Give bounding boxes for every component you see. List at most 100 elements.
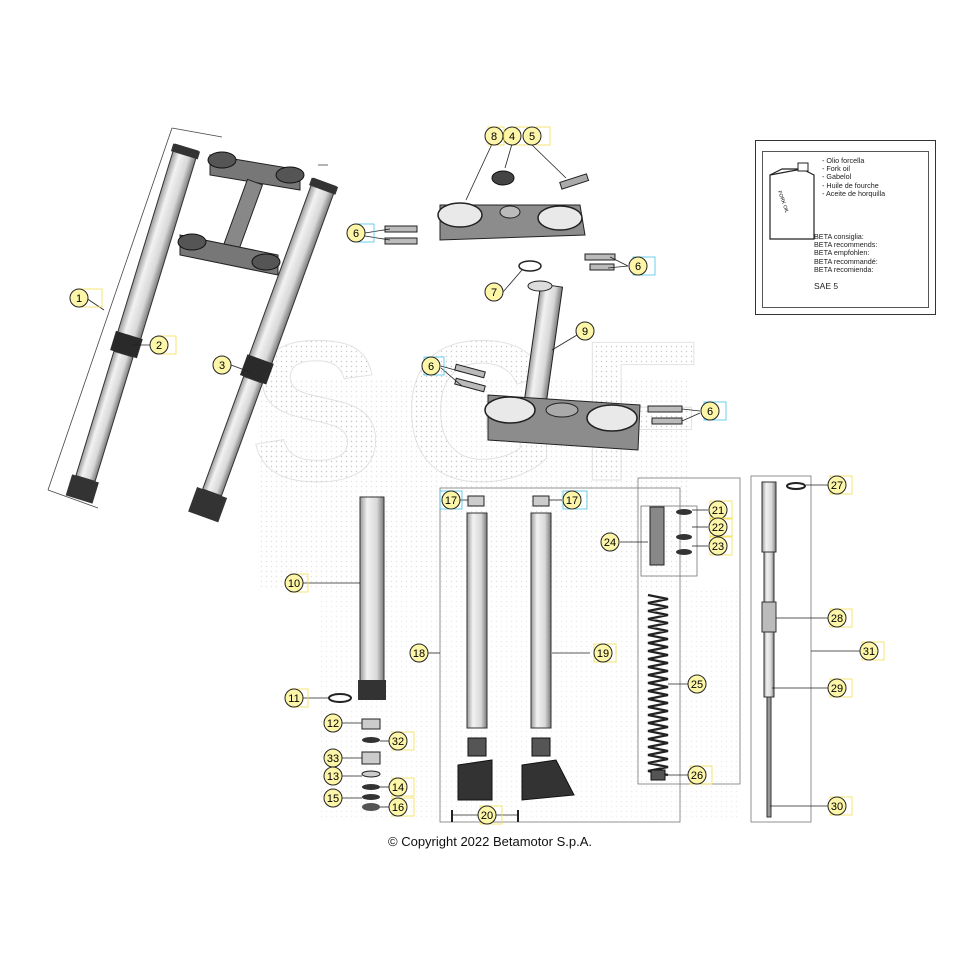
oil-line-3: - Gabelol bbox=[822, 172, 852, 182]
callout-24[interactable]: 24 bbox=[600, 532, 620, 552]
triple-clamp-small bbox=[177, 151, 305, 276]
svg-text:6: 6 bbox=[635, 261, 641, 273]
callout-18[interactable]: 18 bbox=[409, 643, 429, 663]
svg-text:18: 18 bbox=[413, 648, 425, 660]
callout-15[interactable]: 15 bbox=[323, 788, 343, 808]
fork-leg-right-assembly bbox=[188, 164, 339, 523]
callout-28[interactable]: 28 bbox=[827, 608, 853, 628]
svg-text:17: 17 bbox=[566, 495, 578, 507]
svg-text:29: 29 bbox=[831, 683, 843, 695]
svg-text:22: 22 bbox=[712, 522, 724, 534]
oil-recommends-list: BETA consiglia: BETA recommends: BETA em… bbox=[814, 232, 878, 274]
svg-text:12: 12 bbox=[327, 718, 339, 730]
callout-7[interactable]: 7 bbox=[484, 282, 504, 302]
svg-text:11: 11 bbox=[288, 693, 299, 705]
svg-text:21: 21 bbox=[712, 505, 724, 517]
reco-line-1: BETA consiglia: bbox=[814, 232, 864, 241]
svg-text:7: 7 bbox=[491, 287, 497, 299]
reco-line-2: BETA recommends: bbox=[814, 240, 878, 250]
callout-1[interactable]: 1 bbox=[69, 288, 103, 308]
outer-tube-10 bbox=[328, 496, 386, 811]
callout-27[interactable]: 27 bbox=[827, 475, 853, 495]
svg-text:32: 32 bbox=[392, 736, 404, 748]
callout-10[interactable]: 10 bbox=[284, 573, 309, 593]
oil-line-1: - Olio forcella bbox=[822, 156, 865, 165]
callout-6-d[interactable]: 6 bbox=[700, 401, 727, 421]
svg-text:28: 28 bbox=[831, 613, 843, 625]
callout-9[interactable]: 9 bbox=[575, 321, 595, 341]
callout-3[interactable]: 3 bbox=[212, 355, 232, 375]
svg-text:17: 17 bbox=[445, 495, 457, 507]
callout-33[interactable]: 33 bbox=[323, 748, 343, 768]
callout-6-a[interactable]: 6 bbox=[346, 223, 375, 243]
svg-text:19: 19 bbox=[597, 648, 609, 660]
svg-text:27: 27 bbox=[831, 480, 843, 492]
callout-19[interactable]: 19 bbox=[593, 643, 617, 663]
callout-12[interactable]: 12 bbox=[323, 713, 343, 733]
svg-text:15: 15 bbox=[327, 793, 339, 805]
fork-oil-info-box: FORK OIL - Olio forcella - Fork oil - Ga… bbox=[755, 140, 936, 315]
svg-text:1: 1 bbox=[76, 293, 82, 305]
svg-text:26: 26 bbox=[691, 770, 703, 782]
svg-text:20: 20 bbox=[481, 810, 493, 822]
callout-23[interactable]: 23 bbox=[708, 536, 733, 556]
inner-tubes bbox=[439, 487, 681, 823]
svg-text:14: 14 bbox=[392, 782, 404, 794]
copyright-notice: © Copyright 2022 Betamotor S.p.A. bbox=[388, 834, 592, 849]
callout-20[interactable]: 20 bbox=[477, 805, 503, 825]
oil-line-4: - Huile de fourche bbox=[822, 180, 879, 190]
svg-text:31: 31 bbox=[863, 646, 875, 658]
callout-17-b[interactable]: 17 bbox=[562, 490, 588, 510]
svg-text:16: 16 bbox=[392, 802, 404, 814]
reco-line-4: BETA recommandé: bbox=[814, 256, 878, 266]
damper-rod-31 bbox=[750, 475, 812, 823]
reco-line-5: BETA recomienda: bbox=[814, 264, 874, 274]
svg-text:6: 6 bbox=[353, 228, 359, 240]
oil-line-5: - Aceite de horquilla bbox=[822, 188, 886, 198]
callout-29[interactable]: 29 bbox=[827, 678, 853, 698]
leader-lines bbox=[85, 143, 860, 816]
svg-text:9: 9 bbox=[582, 326, 588, 338]
oil-language-list: - Olio forcella - Fork oil - Gabelol - H… bbox=[822, 156, 886, 198]
callout-22[interactable]: 22 bbox=[708, 517, 733, 537]
callout-5[interactable]: 5 bbox=[522, 126, 551, 146]
callout-17-a[interactable]: 17 bbox=[439, 490, 463, 510]
svg-text:4: 4 bbox=[509, 131, 515, 143]
svg-text:24: 24 bbox=[604, 537, 616, 549]
oil-can-icon: FORK OIL bbox=[769, 162, 815, 240]
upper-triple-clamp bbox=[384, 170, 616, 272]
svg-text:23: 23 bbox=[712, 541, 724, 553]
callout-8[interactable]: 8 bbox=[484, 126, 505, 146]
svg-text:2: 2 bbox=[156, 340, 162, 352]
cartridge-and-spring bbox=[637, 477, 741, 785]
reco-line-3: BETA empfohlen: bbox=[814, 248, 870, 258]
svg-text:3: 3 bbox=[219, 360, 225, 372]
lower-triple-clamp bbox=[454, 280, 683, 451]
svg-text:10: 10 bbox=[288, 578, 300, 590]
svg-text:25: 25 bbox=[691, 679, 703, 691]
svg-text:6: 6 bbox=[707, 406, 713, 418]
callout-26[interactable]: 26 bbox=[687, 765, 713, 785]
fork-oil-info-frame bbox=[762, 151, 929, 308]
svg-text:5: 5 bbox=[529, 131, 535, 143]
callout-25[interactable]: 25 bbox=[687, 674, 707, 694]
svg-text:33: 33 bbox=[327, 753, 339, 765]
fork-leg-left-assembly bbox=[47, 127, 223, 509]
oil-line-2: - Fork oil bbox=[822, 164, 850, 174]
callout-16[interactable]: 16 bbox=[388, 797, 415, 817]
callout-2[interactable]: 2 bbox=[149, 335, 177, 355]
callout-6-c[interactable]: 6 bbox=[421, 356, 445, 376]
callout-31[interactable]: 31 bbox=[859, 641, 885, 661]
callout-6-b[interactable]: 6 bbox=[628, 256, 656, 276]
svg-text:30: 30 bbox=[831, 801, 843, 813]
callout-11[interactable]: 11 bbox=[284, 688, 309, 708]
callout-14[interactable]: 14 bbox=[388, 777, 415, 797]
svg-text:6: 6 bbox=[428, 361, 434, 373]
svg-text:13: 13 bbox=[327, 771, 339, 783]
callout-13[interactable]: 13 bbox=[323, 766, 343, 786]
callouts: 1 2 3 4 5 6 6 6 6 7 8 9 10 11 12 13 14 1… bbox=[69, 126, 885, 825]
callout-30[interactable]: 30 bbox=[827, 796, 853, 816]
callout-21[interactable]: 21 bbox=[708, 500, 733, 520]
callout-32[interactable]: 32 bbox=[388, 731, 415, 751]
